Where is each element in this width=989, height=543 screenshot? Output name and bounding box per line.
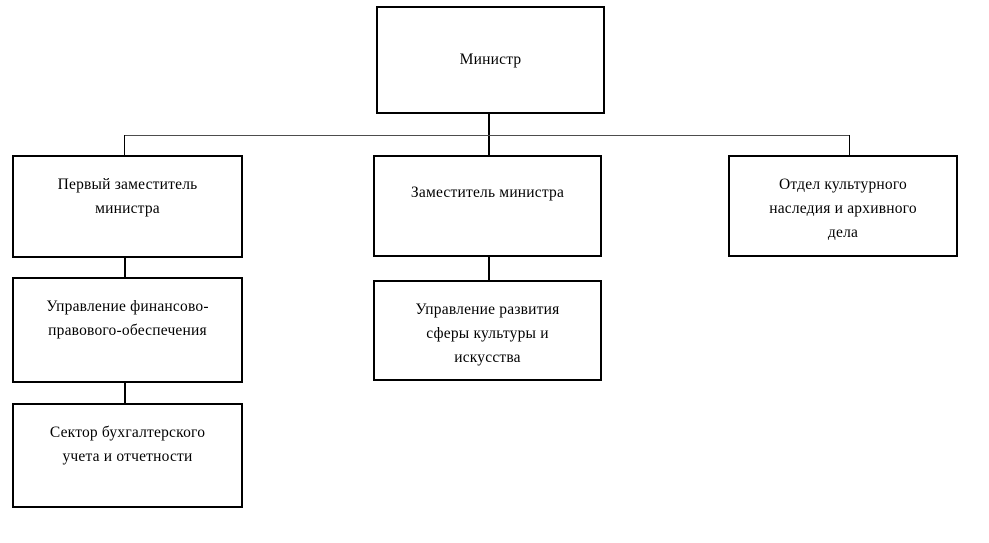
node-accounting-sector[interactable]: Сектор бухгалтерского учета и отчетности: [12, 403, 243, 508]
connector-deputy-minister-to-culture-development-directorate: [488, 256, 490, 281]
connector-bus-to-cultural-heritage-department: [849, 135, 850, 156]
connector-bus-level2: [124, 135, 850, 136]
connector-financial-legal-directorate-to-accounting-sector: [124, 382, 126, 404]
node-first-deputy-minister-label: Первый заместитель министра: [57, 176, 198, 218]
connector-minister-to-deputy-minister: [488, 113, 490, 156]
node-minister-label: Министр: [459, 50, 522, 68]
node-financial-legal-support-directorate[interactable]: Управление финансово- правового-обеспече…: [12, 277, 243, 383]
node-deputy-minister-label: Заместитель министра: [410, 184, 565, 201]
connector-bus-to-first-deputy-minister: [124, 135, 125, 156]
node-deputy-minister[interactable]: Заместитель министра: [373, 155, 602, 257]
node-cultural-heritage-archive-department[interactable]: Отдел культурного наследия и архивного д…: [728, 155, 958, 257]
node-culture-arts-development-directorate-label: Управление развития сферы культуры и иск…: [415, 301, 560, 367]
node-minister[interactable]: Министр: [376, 6, 605, 114]
connector-first-deputy-to-financial-legal-directorate: [124, 256, 126, 278]
node-cultural-heritage-archive-department-label: Отдел культурного наследия и архивного д…: [769, 176, 917, 242]
node-first-deputy-minister[interactable]: Первый заместитель министра: [12, 155, 243, 258]
node-culture-arts-development-directorate[interactable]: Управление развития сферы культуры и иск…: [373, 280, 602, 381]
node-financial-legal-support-directorate-label: Управление финансово- правового-обеспече…: [46, 298, 209, 340]
node-accounting-sector-label: Сектор бухгалтерского учета и отчетности: [49, 424, 206, 466]
